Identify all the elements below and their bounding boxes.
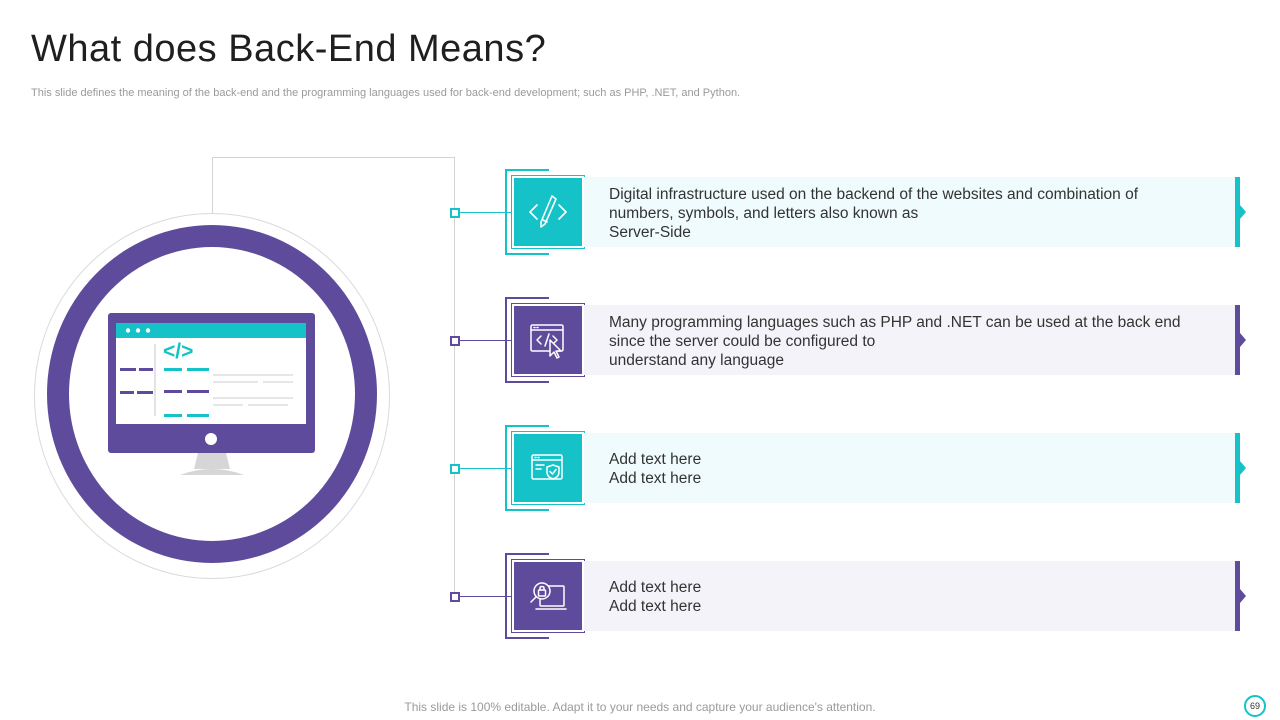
accent-arrow bbox=[1240, 333, 1246, 347]
monitor-code-icon: </> bbox=[108, 313, 315, 475]
list-item: Many programming languages such as PHP a… bbox=[450, 297, 1250, 387]
connector-node bbox=[450, 592, 460, 602]
connector-line bbox=[460, 468, 518, 469]
code-glyph: </> bbox=[163, 340, 193, 363]
security-search-icon bbox=[511, 559, 585, 633]
connector-left-drop bbox=[212, 157, 213, 214]
text-band bbox=[584, 561, 1235, 631]
list-item: Digital infrastructure used on the backe… bbox=[450, 169, 1250, 259]
connector-spine bbox=[454, 157, 455, 597]
connector-node bbox=[450, 464, 460, 474]
accent-bar bbox=[1235, 177, 1240, 247]
item-text: Add text here Add text here bbox=[609, 451, 702, 487]
connector-top bbox=[212, 157, 455, 158]
accent-bar bbox=[1235, 433, 1240, 503]
connector-line bbox=[460, 212, 518, 213]
accent-arrow bbox=[1240, 461, 1246, 475]
text-band bbox=[584, 433, 1235, 503]
item-text: Add text here Add text here bbox=[609, 579, 702, 615]
page-number: 69 bbox=[1244, 695, 1266, 717]
pencil-code-icon bbox=[511, 175, 585, 249]
accent-bar bbox=[1235, 561, 1240, 631]
connector-line bbox=[460, 340, 518, 341]
icon-frame bbox=[505, 169, 549, 255]
secure-browser-icon bbox=[511, 431, 585, 505]
text-band bbox=[584, 177, 1235, 247]
text-band bbox=[584, 305, 1235, 375]
accent-arrow bbox=[1240, 589, 1246, 603]
slide-subtitle: This slide defines the meaning of the ba… bbox=[31, 87, 741, 99]
icon-frame bbox=[505, 425, 549, 511]
list-item: Add text here Add text here bbox=[450, 425, 1250, 515]
item-text: Digital infrastructure used on the backe… bbox=[609, 186, 1139, 241]
accent-arrow bbox=[1240, 205, 1246, 219]
slide-title: What does Back-End Means? bbox=[31, 28, 547, 70]
icon-frame bbox=[505, 297, 549, 383]
item-text: Many programming languages such as PHP a… bbox=[609, 314, 1181, 369]
connector-node bbox=[450, 336, 460, 346]
list-item: Add text here Add text here bbox=[450, 553, 1250, 643]
code-window-cursor-icon bbox=[511, 303, 585, 377]
connector-line bbox=[460, 596, 518, 597]
connector-node bbox=[450, 208, 460, 218]
footer-note: This slide is 100% editable. Adapt it to… bbox=[404, 700, 876, 714]
icon-frame bbox=[505, 553, 549, 639]
accent-bar bbox=[1235, 305, 1240, 375]
